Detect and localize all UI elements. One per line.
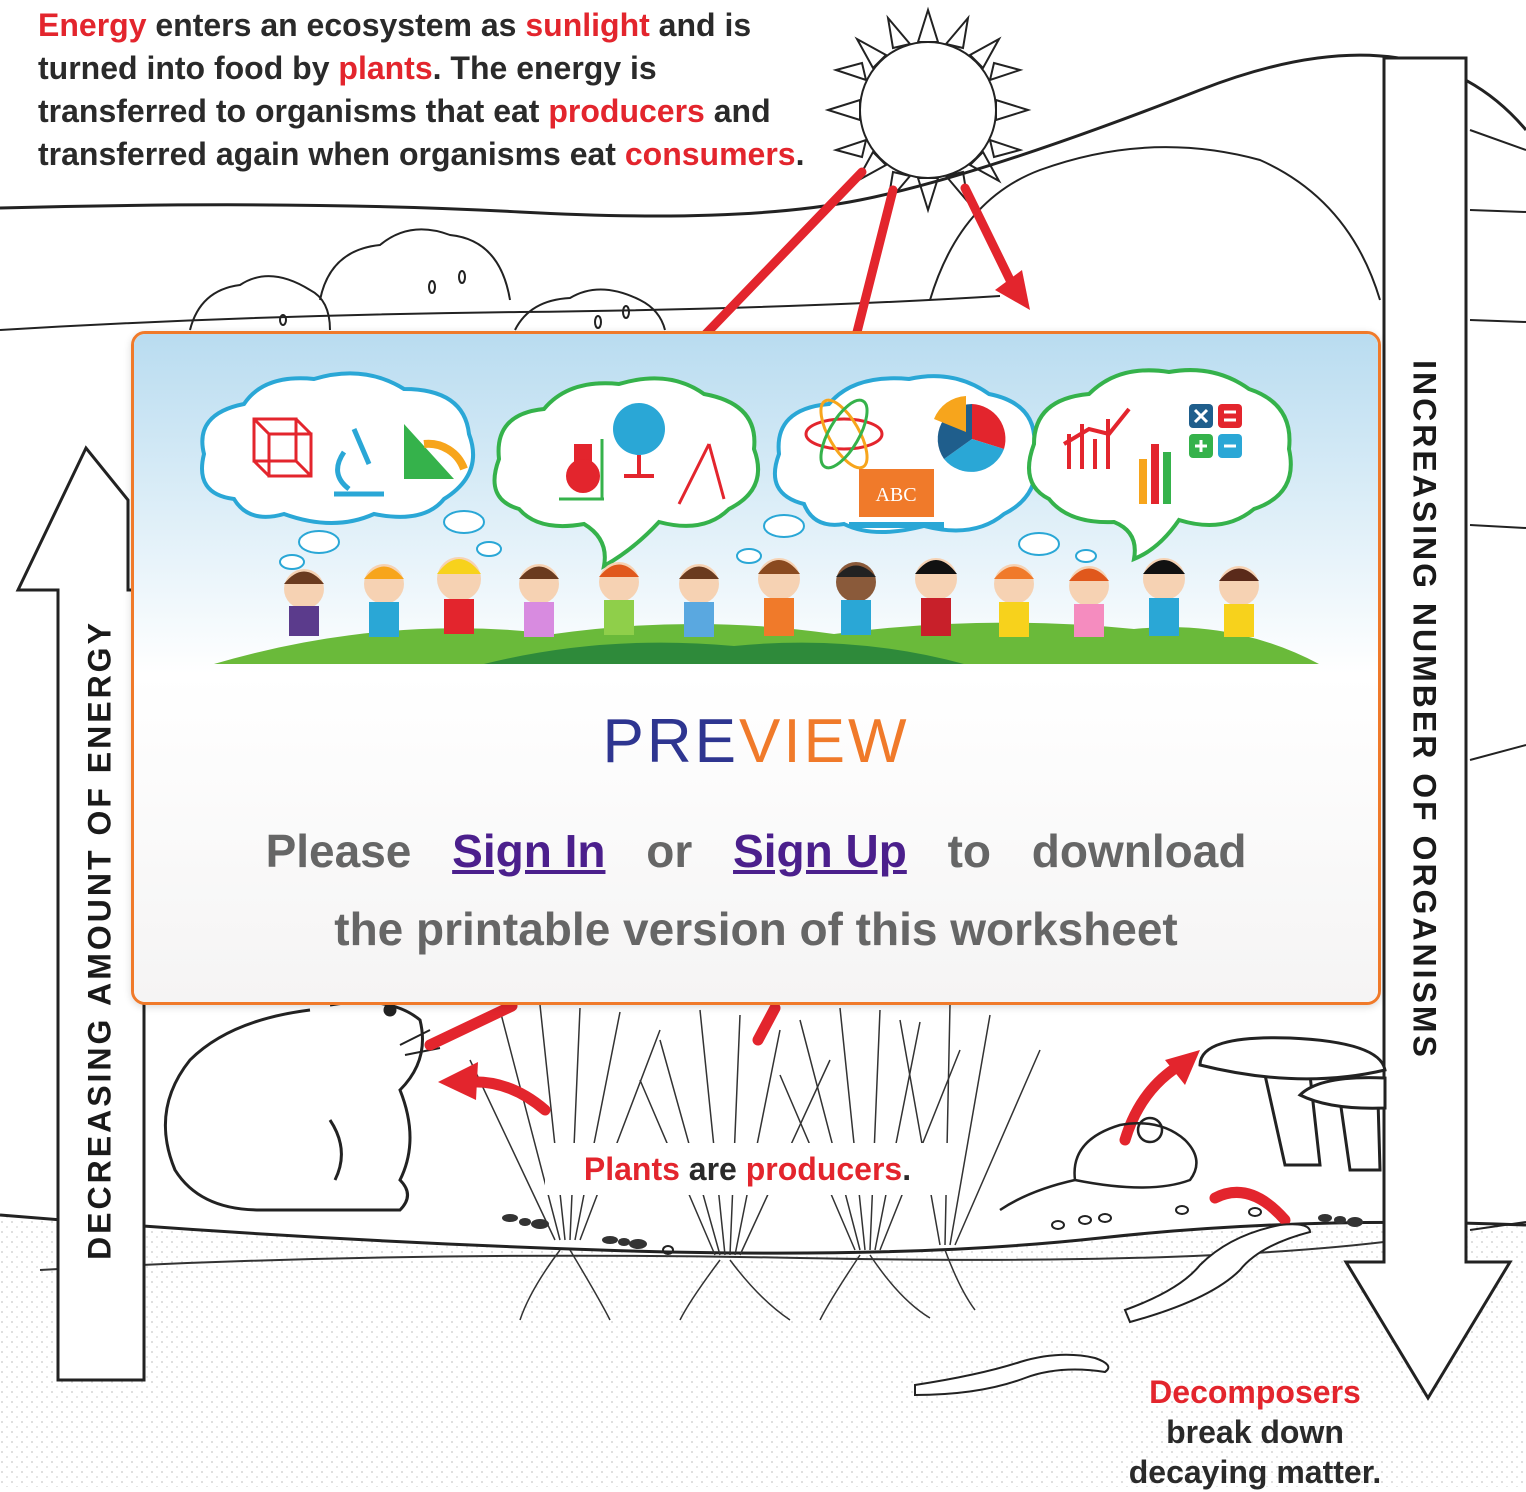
- sun-icon: [824, 6, 1032, 214]
- kid-9: [915, 558, 957, 636]
- horizon-line: [0, 53, 1526, 218]
- grass-plants: [469, 1004, 1041, 1321]
- preview-title-view: VIEW: [739, 707, 910, 776]
- intro-text-3: . The energy is transferred to organisms…: [38, 50, 657, 129]
- keyword-producers: producers: [548, 93, 705, 129]
- rabbit-illustration: [163, 1000, 424, 1212]
- abc-board-text: ABC: [875, 484, 916, 506]
- microscope-icon: [334, 428, 384, 497]
- bushes: [189, 228, 666, 331]
- printable-version-text: the printable version of this worksheet: [334, 903, 1178, 955]
- kid-11: [1069, 566, 1109, 637]
- kid-8: [836, 562, 876, 635]
- preview-title: PREVIEW: [134, 706, 1378, 777]
- rabbit-grass-tuft: [399, 1029, 441, 1056]
- abc-board-icon: ABC: [849, 469, 944, 528]
- arrowhead-mushroom: [1165, 1050, 1200, 1085]
- keyword-plants: plants: [338, 50, 433, 86]
- kid-12: [1143, 558, 1185, 636]
- right-field-lines: [1469, 129, 1526, 1231]
- intro-text-1: enters an ecosystem as: [146, 7, 526, 43]
- ants: [502, 1214, 1363, 1249]
- keyword-sunlight: sunlight: [525, 7, 650, 43]
- or-text: or: [646, 825, 693, 877]
- caption-break-down: break down: [1166, 1414, 1344, 1450]
- caption-arrows: [424, 1000, 1291, 1226]
- kid-6: [679, 564, 719, 637]
- pencils-icon: [1139, 444, 1171, 504]
- worms: [914, 1223, 1312, 1397]
- mouse-illustration: [999, 1116, 1198, 1212]
- intro-text-5: .: [795, 136, 805, 172]
- kids-science-banner: ABC: [134, 334, 1378, 674]
- decreasing-energy-arrow: [15, 445, 146, 1382]
- triangle-ruler-icon: [404, 424, 454, 479]
- signin-message: Please Sign In or Sign Up to download: [134, 824, 1378, 878]
- preview-message-area: [134, 674, 1378, 1002]
- kid-3: [437, 557, 481, 634]
- please-text: Please: [265, 825, 412, 877]
- kid-7: [758, 558, 800, 636]
- decomposers-caption: Decomposers break down decaying matter.: [1100, 1372, 1410, 1492]
- sign-up-link[interactable]: Sign Up: [733, 825, 907, 877]
- globe-icon: [613, 403, 665, 478]
- mushrooms: [1198, 1036, 1387, 1172]
- kid-1: [284, 569, 324, 636]
- pie-chart-icon: [934, 396, 1006, 472]
- increasing-organisms-arrow: [1343, 56, 1513, 1401]
- thought-cloud-math: [200, 371, 476, 525]
- keyword-energy: Energy: [38, 7, 147, 43]
- kids-row: [284, 557, 1259, 637]
- soil-ground: [0, 1215, 1526, 1487]
- preview-title-pre: PRE: [602, 707, 740, 776]
- kid-13: [1219, 566, 1259, 637]
- caption-period: .: [902, 1151, 912, 1187]
- protractor-icon: [423, 439, 468, 471]
- sign-in-link[interactable]: Sign In: [452, 825, 606, 877]
- caption-plants: Plants: [583, 1151, 680, 1187]
- to-download-text: to download: [947, 825, 1247, 877]
- caption-producers: producers: [745, 1151, 903, 1187]
- intro-text-2: and is turned into food by: [38, 7, 752, 86]
- plants-producers-caption: Plants are producers.: [545, 1143, 950, 1195]
- decreasing-energy-label: DECREASING AMOUNT OF ENERGY: [81, 620, 118, 1260]
- increasing-organisms-label: INCREASING NUMBER OF ORGANISMS: [1406, 360, 1443, 1060]
- ray-arrowhead: [995, 270, 1030, 310]
- kid-4: [519, 564, 559, 637]
- keyword-consumers: consumers: [624, 136, 796, 172]
- caption-decaying-matter: decaying matter.: [1128, 1454, 1382, 1490]
- kid-5: [599, 562, 639, 635]
- caption-are: are: [679, 1151, 746, 1187]
- atom-icon: [804, 398, 884, 470]
- caption-decomposers: Decomposers: [1149, 1374, 1361, 1410]
- hill-line: [0, 295, 1001, 331]
- kid-10: [994, 564, 1034, 637]
- flask-icon: [559, 439, 604, 501]
- bar-chart-icon: [1062, 407, 1131, 469]
- arrowhead-rabbit: [438, 1062, 478, 1100]
- banner-hills-dark: [484, 642, 964, 664]
- compass-icon: [677, 443, 726, 505]
- preview-overlay: ABC: [131, 331, 1381, 1005]
- kid-2: [364, 564, 404, 637]
- pebbles: [662, 1205, 1262, 1255]
- small-clouds: [279, 510, 1097, 570]
- calculator-icon: [1189, 404, 1242, 458]
- banner-hills: [214, 622, 1319, 664]
- intro-text-4: and transferred again when organisms eat: [38, 93, 771, 172]
- thought-cloud-lab: [492, 376, 760, 570]
- intro-paragraph: Energy enters an ecosystem as sunlight a…: [38, 4, 828, 176]
- right-hill: [929, 146, 1381, 301]
- cube-icon: [252, 417, 313, 478]
- energy-ray-arrows: [695, 167, 1015, 345]
